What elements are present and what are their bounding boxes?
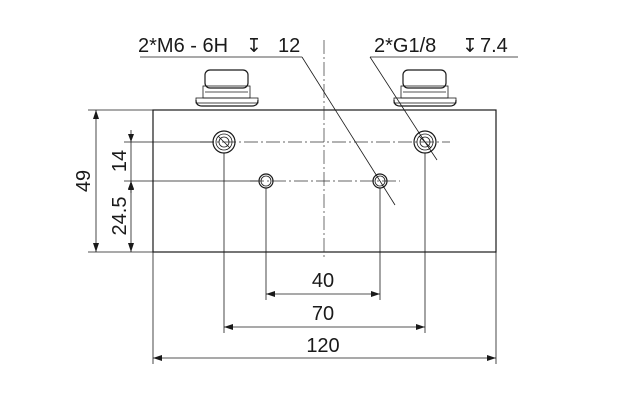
callout-thread-spec: 2*M6 - 6H [138, 35, 228, 57]
callout-port-depth: 7.4 [480, 35, 508, 57]
dim-port-spacing [223, 153, 426, 333]
dim-port-spacing-label: 70 [312, 303, 334, 325]
callout-port-leader [369, 56, 518, 161]
dim-hole-spacing [265, 188, 381, 300]
callout-thread-depth: 12 [278, 35, 300, 57]
callout-thread-depth-symbol: ↧ [246, 36, 262, 57]
callout-thread-leader [140, 56, 396, 206]
dim-hole-spacing-label: 40 [312, 270, 334, 292]
dim-height-total [88, 109, 153, 253]
thread-hole-left [258, 173, 274, 189]
callout-port-spec: 2*G1/8 [374, 35, 436, 57]
dim-width [152, 252, 497, 364]
dim-height-total-label: 49 [73, 170, 95, 192]
dim-port-offset [124, 130, 258, 193]
dim-width-label: 120 [306, 335, 339, 357]
fitting-right [393, 69, 457, 107]
dim-hole-height [128, 181, 134, 252]
port-hole-left [212, 130, 236, 154]
fitting-left [195, 69, 259, 107]
callout-port-depth-symbol: ↧ [462, 36, 478, 57]
dim-hole-height-label: 24.5 [109, 197, 131, 236]
dim-port-offset-label: 14 [109, 150, 131, 172]
